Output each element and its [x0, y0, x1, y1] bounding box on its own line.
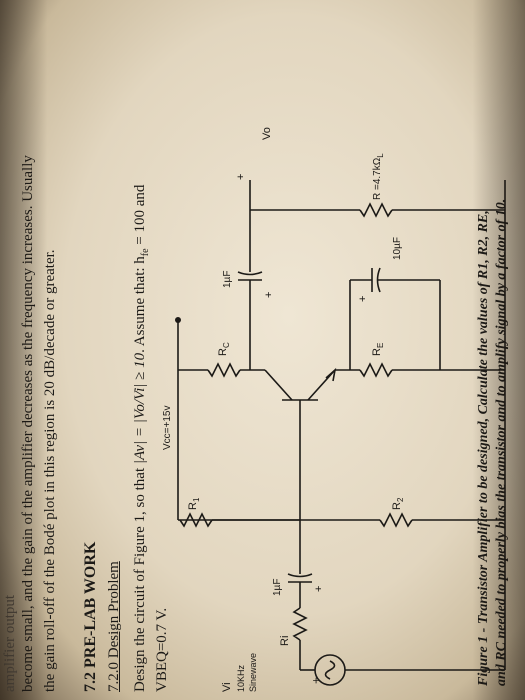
rc-label: RC: [217, 342, 231, 356]
sine-wave-icon: [324, 660, 336, 680]
vo-label: Vo: [261, 127, 273, 140]
resistor-ri: [292, 607, 308, 641]
resistor-rc: [207, 362, 241, 378]
figure-caption-line-2: and RC needed to properly bias the trans…: [494, 198, 509, 686]
vi-plus-label: +: [309, 677, 323, 684]
vo-plus: +: [235, 174, 247, 180]
ce-plus: +: [357, 296, 369, 302]
cout-label: 1µF: [222, 271, 233, 288]
cin-plus: +: [313, 586, 325, 592]
re-label: RE: [371, 343, 385, 356]
figure-caption-line-1: Figure 1 - Transistor Amplifier to be de…: [476, 210, 491, 686]
capacitor-cin-plate2: [287, 573, 313, 578]
vcc-label: Vcc=+15v: [162, 406, 173, 450]
r2-label: R2: [391, 497, 405, 510]
r1-label: R1: [187, 497, 201, 510]
frequency-label: 10KHz: [236, 664, 246, 692]
capacitor-cout-plate2: [237, 271, 263, 276]
resistor-r2: [379, 512, 413, 528]
rl-label: R =4.7kΩL: [372, 153, 385, 200]
ce-label: 10µF: [392, 237, 403, 260]
resistor-rl: [359, 202, 393, 218]
resistor-re: [359, 362, 393, 378]
vcc-terminal: [175, 317, 181, 323]
transistor-collector: [264, 369, 293, 401]
cout-plus: +: [263, 292, 275, 298]
cin-label: 1µF: [272, 579, 283, 596]
waveform-label: Sinewave: [248, 653, 258, 692]
ri-label: Ri: [279, 636, 291, 646]
vi-label: Vi: [221, 682, 233, 692]
